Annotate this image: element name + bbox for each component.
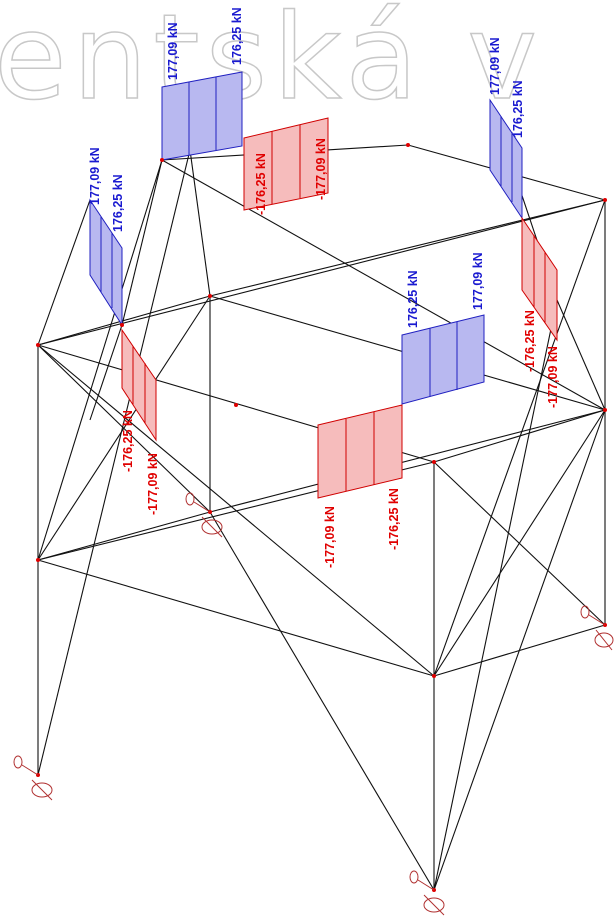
force-diagram-7: 176,25 kN 177,09 kN (401, 252, 485, 405)
force-label: 176,25 kN (406, 270, 420, 328)
beam (37, 295, 211, 346)
pinned-support-icon (580, 605, 614, 651)
beam (37, 559, 435, 677)
brace (433, 299, 558, 891)
node-marker (36, 343, 40, 347)
rafter (556, 299, 606, 411)
force-label: -177,09 kN (146, 453, 160, 515)
node-marker (234, 403, 238, 407)
brace (433, 409, 606, 677)
negative-force-fill (317, 404, 403, 499)
pinned-support-icon (13, 755, 53, 801)
watermark-text: entská v (0, 0, 543, 126)
rafter (89, 324, 123, 421)
force-label: 176,25 kN (511, 80, 525, 138)
node-marker (36, 558, 40, 562)
negative-force-fill (243, 117, 329, 211)
force-label: -176,25 kN (121, 410, 135, 472)
beam (37, 511, 211, 561)
force-diagram-8: -177,09 kN -176,25 kN (317, 404, 403, 568)
brace (433, 409, 606, 891)
pinned-support-icon (185, 492, 223, 538)
node-marker (603, 408, 607, 412)
force-label: -176,25 kN (387, 488, 401, 550)
node-marker (160, 158, 164, 162)
node-marker (120, 323, 124, 327)
force-label: 177,09 kN (471, 252, 485, 310)
beam (433, 409, 606, 463)
beam (161, 159, 606, 411)
force-diagram-6: -176,25 kN -177,09 kN (521, 216, 560, 408)
beam (37, 199, 606, 346)
force-label: 177,09 kN (88, 147, 102, 205)
force-label: -177,09 kN (323, 506, 337, 568)
brace (209, 511, 435, 891)
force-diagram-3: 177,09 kN 176,25 kN (88, 147, 125, 327)
force-label: -176,25 kN (254, 153, 268, 215)
brace (37, 159, 163, 561)
rafter (189, 149, 211, 297)
rafter (121, 159, 163, 326)
positive-force-fill (401, 314, 485, 405)
force-label: 176,25 kN (230, 7, 244, 65)
force-label: -176,25 kN (523, 310, 537, 372)
positive-force-fill (161, 71, 243, 161)
force-label: 177,09 kN (488, 37, 502, 95)
brace (37, 149, 191, 776)
force-diagram-4: -176,25 kN -177,09 kN (121, 328, 160, 515)
force-diagram-5: 177,09 kN 176,25 kN (488, 37, 525, 220)
node-marker (406, 143, 410, 147)
node-marker (432, 460, 436, 464)
force-label: 177,09 kN (166, 22, 180, 80)
node-marker (432, 674, 436, 678)
pinned-support-icon (409, 870, 445, 916)
node-marker (603, 198, 607, 202)
rafter (37, 199, 91, 346)
node-marker (208, 294, 212, 298)
brace (433, 199, 606, 677)
beam (209, 409, 606, 513)
force-label: -177,09 kN (314, 138, 328, 200)
force-label: -177,09 kN (546, 346, 560, 408)
force-diagram-2: -176,25 kN -177,09 kN (243, 117, 329, 215)
beam (209, 199, 606, 297)
force-label: 176,25 kN (111, 174, 125, 232)
brace (37, 295, 211, 561)
force-diagram-1: 177,09 kN 176,25 kN (161, 7, 244, 161)
